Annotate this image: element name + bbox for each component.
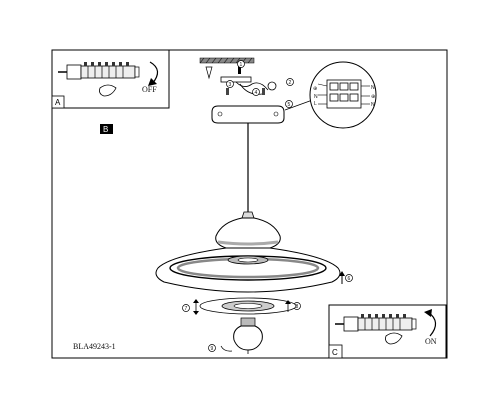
dowel (238, 66, 241, 74)
hand-icon (99, 84, 117, 97)
step-4: 4 (252, 88, 260, 96)
step-2: 2 (286, 78, 294, 86)
terminal-left-label-2: N (314, 94, 318, 100)
ceiling (199, 57, 255, 64)
panel-a-caption: OFF (142, 85, 157, 94)
panel-c-terminal-strip (335, 314, 417, 332)
step-1: 1 (237, 60, 245, 68)
svg-text:2: 2 (289, 80, 292, 86)
screwdriver-icon (267, 81, 277, 91)
mounting-bracket (220, 76, 252, 83)
panel-c-tag (328, 344, 343, 359)
svg-text:8: 8 (296, 304, 299, 310)
svg-text:6: 6 (348, 276, 351, 282)
svg-text:5: 5 (288, 102, 291, 108)
panel-a-terminal-strip (58, 62, 140, 80)
step-6: 6 (345, 274, 353, 282)
sheet-border (51, 49, 448, 359)
hand-icon (385, 332, 403, 345)
panel-a: A OFF (51, 49, 170, 109)
panel-a-tag (51, 95, 65, 109)
retaining-ring (193, 297, 297, 315)
panel-b-label: B (103, 125, 108, 134)
terminal-left-label-3: L (314, 101, 317, 107)
canopy (211, 105, 285, 124)
panel-c-caption: ON (425, 337, 437, 346)
bulb-arrow-icon (220, 345, 233, 352)
terminal-right-label-2: ⊕ (371, 94, 375, 100)
step-7: 7 (182, 304, 190, 312)
light-bulb (220, 317, 263, 354)
panel-b-tag: B (100, 124, 113, 134)
terminal-right-label-3: N (371, 102, 375, 108)
step-callouts: 1 2 3 4 5 6 7 8 (182, 60, 353, 352)
lamp-shade (155, 211, 341, 293)
step-3: 3 (226, 80, 234, 88)
panel-c: C ON (328, 304, 447, 359)
drill-icon (205, 66, 213, 80)
svg-text:4: 4 (255, 90, 258, 96)
svg-text:9: 9 (211, 346, 214, 352)
step-5: 5 (285, 100, 293, 108)
svg-text:3: 3 (229, 82, 232, 88)
step-9: 9 (208, 344, 216, 352)
svg-text:1: 1 (240, 62, 243, 68)
ceiling-mount-detail (199, 57, 277, 95)
panel-c-label: C (332, 348, 338, 357)
panel-a-label: A (55, 98, 61, 107)
model-code: BLA49243-1 (73, 342, 116, 351)
screw (226, 88, 229, 95)
svg-text:7: 7 (185, 306, 188, 312)
terminal-block-zoom: ⊕ N L N ⊕ N (284, 61, 377, 129)
screw (262, 88, 265, 95)
terminal-right-label-1: N (371, 85, 375, 91)
terminal-left-label-1: ⊕ (313, 86, 317, 92)
